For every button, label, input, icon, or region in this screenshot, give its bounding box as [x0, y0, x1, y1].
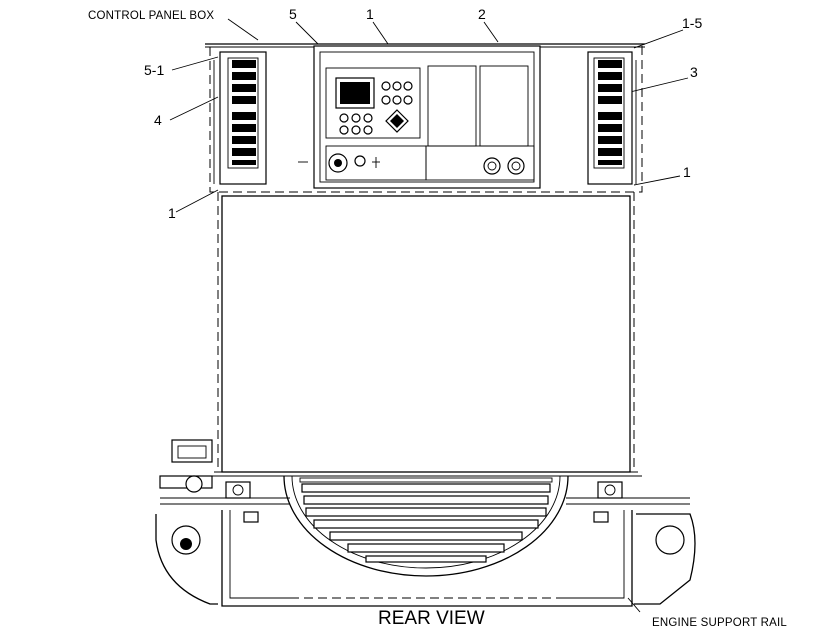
callout-3: 3 [690, 64, 698, 80]
label-rear-view: REAR VIEW [378, 608, 485, 629]
callout-5-top: 5 [289, 6, 297, 22]
controller-module [325, 67, 421, 139]
callout-4: 4 [154, 112, 162, 128]
generator-enclosure [210, 192, 642, 477]
callout-1-left: 1 [168, 205, 176, 221]
callout-1-right: 1 [683, 164, 691, 180]
emergency-stop-icon [483, 157, 501, 175]
label-control-panel-box: CONTROL PANEL BOX [88, 10, 214, 22]
callout-1-5: 1-5 [682, 15, 702, 31]
indicator-lamp-icon [354, 155, 366, 167]
leader-lines [169, 18, 689, 613]
receptacle-icon [507, 157, 525, 175]
control-panel [298, 45, 541, 189]
callout-1-top: 1 [366, 6, 374, 22]
fan-guard [283, 475, 569, 577]
label-engine-support-rail: ENGINE SUPPORT RAIL [652, 617, 787, 629]
right-mount-bracket [566, 481, 696, 605]
left-mount-bracket [155, 439, 290, 605]
right-louver-panel [587, 51, 637, 185]
engine-support-rail [221, 510, 633, 607]
left-louver-panel [213, 51, 267, 185]
callout-2-top: 2 [478, 6, 486, 22]
callout-5-1: 5-1 [144, 62, 164, 78]
